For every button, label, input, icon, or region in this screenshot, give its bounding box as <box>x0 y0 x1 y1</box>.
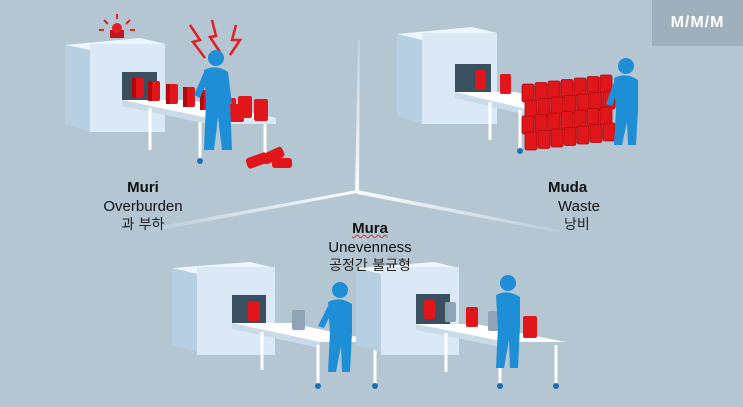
muri-title: Muri <box>127 179 159 196</box>
mura-english: Unevenness <box>328 239 412 256</box>
muda-scene <box>397 27 638 154</box>
mura-label: Mura Unevenness 공정간 불균형 <box>300 219 440 275</box>
muri-korean: 과 부하 <box>121 217 165 233</box>
divider-rays <box>150 40 560 233</box>
muda-label: Muda Waste 낭비 <box>518 178 628 234</box>
mura-korean: 공정간 불균형 <box>329 258 411 274</box>
muda-korean: 낭비 <box>564 217 590 233</box>
muri-scene <box>65 14 292 169</box>
muda-english: Waste <box>558 198 600 215</box>
mura-title-wrap: Mura <box>300 219 440 238</box>
muda-title: Muda <box>548 179 588 196</box>
mura-scene <box>172 262 566 389</box>
muri-english: Overburden <box>103 198 183 215</box>
muri-label: Muri Overburden 과 부하 <box>88 178 198 234</box>
mura-title: Mura <box>352 220 388 237</box>
brand-logo: M/M/M <box>652 0 743 46</box>
